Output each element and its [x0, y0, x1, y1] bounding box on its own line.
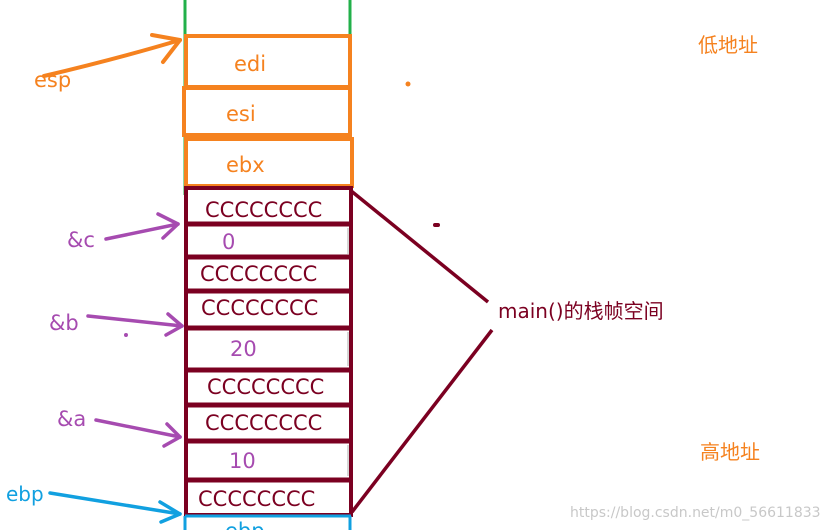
stray-dot-orange — [405, 81, 411, 87]
stray-dot-maroon — [433, 223, 440, 227]
low-address-label: 低地址 — [698, 33, 758, 57]
c-arrow — [104, 212, 180, 241]
a-label: &a — [57, 407, 86, 431]
b-label: &b — [49, 311, 79, 335]
a-arrow-head — [162, 422, 182, 448]
cell-3-label: CCCCCCCC — [200, 262, 317, 286]
cell-4-label: CCCCCCCC — [201, 296, 318, 320]
esp-arrow — [42, 33, 182, 78]
cell-2-label: 0 — [222, 230, 235, 254]
bracket-bottom-line — [350, 328, 494, 514]
cell-8-label: 10 — [229, 449, 256, 473]
b-arrow-shaft — [86, 314, 184, 328]
saved-registers: edi esi ebx — [182, 34, 354, 188]
ebp-cell: ebp — [183, 514, 352, 530]
frame-dividers — [186, 221, 351, 483]
stray-dot-purple — [124, 333, 128, 337]
b-arrow — [86, 312, 184, 337]
esp-label: esp — [34, 68, 71, 92]
ebp-label: ebp — [6, 482, 44, 506]
esp-arrow-shaft — [42, 38, 182, 78]
cell-esi — [182, 86, 352, 137]
cell-7-label: CCCCCCCC — [205, 411, 322, 435]
frame-outline — [184, 186, 353, 517]
bracket-top-line — [348, 188, 490, 304]
c-arrow-head — [156, 212, 180, 240]
cell-1-label: CCCCCCCC — [205, 198, 322, 222]
cell-edi — [184, 34, 352, 89]
cell-5-label: 20 — [230, 337, 257, 361]
cell-edi-label: edi — [234, 52, 266, 76]
cell-9-label: CCCCCCCC — [198, 487, 315, 511]
frame-cell-labels: CCCCCCCC 0 CCCCCCCC CCCCCCCC 20 CCCCCCCC… — [198, 198, 324, 511]
cell-6-label: CCCCCCCC — [207, 375, 324, 399]
b-arrow-head — [164, 312, 184, 337]
main-frame: CCCCCCCC 0 CCCCCCCC CCCCCCCC 20 CCCCCCCC… — [184, 186, 353, 517]
a-arrow-shaft — [94, 418, 182, 439]
cell-esi-label: esi — [226, 102, 256, 126]
ebp-arrow — [48, 491, 182, 524]
a-arrow — [94, 418, 182, 448]
ebp-arrow-head — [158, 500, 182, 524]
watermark: https://blog.csdn.net/m0_56611833 — [570, 505, 821, 521]
c-label: &c — [67, 228, 95, 252]
ebp-cell-label: ebp — [225, 519, 265, 530]
high-address-label: 高地址 — [700, 440, 760, 464]
frame-label: main()的栈帧空间 — [498, 299, 664, 323]
ebp-arrow-shaft — [48, 491, 182, 516]
cell-ebx-label: ebx — [226, 153, 265, 177]
frame-bracket — [348, 188, 494, 514]
cell-ebx — [184, 137, 354, 188]
esp-arrow-head — [150, 33, 182, 64]
c-arrow-shaft — [104, 222, 180, 241]
